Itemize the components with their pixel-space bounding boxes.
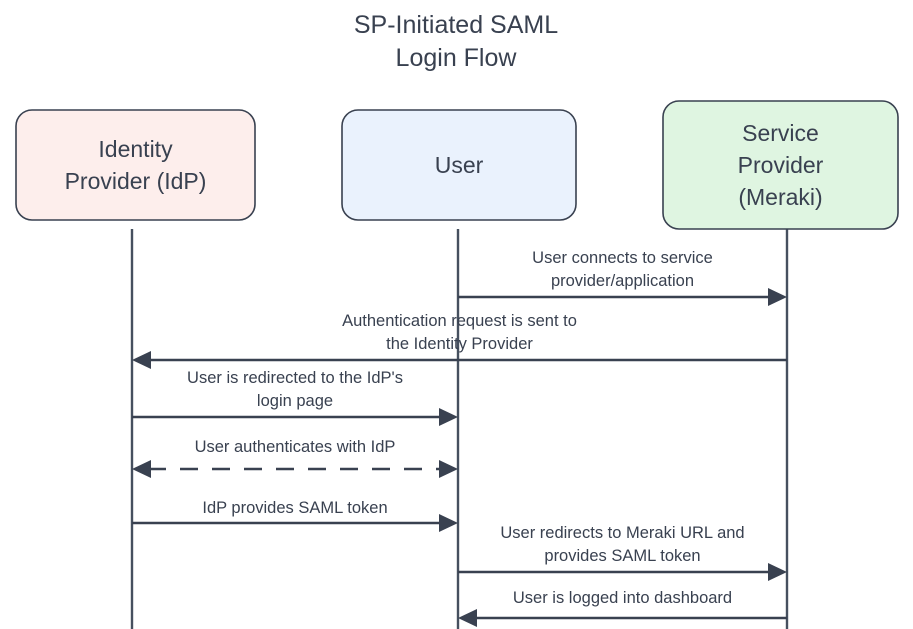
arrowhead-end — [439, 408, 458, 426]
message-label-line: IdP provides SAML token — [202, 499, 387, 517]
actor-label-line: Provider — [738, 152, 824, 178]
diagram-title-line: SP-Initiated SAML — [354, 11, 558, 39]
lifelines — [130, 229, 789, 629]
actor-box-identity-provider[interactable] — [15, 109, 256, 221]
actor-label-line: Provider (IdP) — [65, 168, 207, 194]
message-user-redirects-to-meraki-url: User redirects to Meraki URL and provides… — [458, 524, 787, 581]
message-label-line: User redirects to Meraki URL and — [500, 524, 744, 542]
message-label-line: User is logged into dashboard — [513, 589, 732, 607]
message-label-line: User authenticates with IdP — [195, 438, 396, 456]
arrowhead-end — [768, 288, 787, 306]
message-user-logged-into-dashboard: User is logged into dashboard — [458, 589, 787, 627]
diagram-title-line: Login Flow — [396, 44, 518, 72]
message-label-line: provides SAML token — [544, 547, 700, 565]
message-label-line: provider/application — [551, 272, 694, 290]
message-authentication-request-sent-to-idp: Authentication request is sent to the Ide… — [132, 312, 787, 369]
arrowhead-end — [768, 563, 787, 581]
message-user-redirected-to-idp-login-page: User is redirected to the IdP's login pag… — [132, 369, 458, 426]
message-label-line: the Identity Provider — [386, 335, 533, 353]
actor-box-user[interactable] — [341, 109, 577, 221]
actor-user[interactable]: User — [341, 109, 577, 221]
message-label-line: login page — [257, 392, 333, 410]
diagram-title: SP-Initiated SAML Login Flow — [354, 11, 558, 72]
message-label-line: User connects to service — [532, 249, 713, 267]
arrowhead-start — [132, 460, 151, 478]
actor-label-line: Service — [742, 120, 819, 146]
arrowhead-end — [458, 609, 477, 627]
message-user-connects-to-service-provider: User connects to service provider/applica… — [458, 249, 787, 306]
message-label-line: Authentication request is sent to — [342, 312, 577, 330]
message-idp-provides-saml-token: IdP provides SAML token — [132, 499, 458, 532]
actor-label-line: User — [435, 152, 484, 178]
arrowhead-end — [132, 351, 151, 369]
actor-label-line: Identity — [98, 136, 173, 162]
arrowhead-end — [439, 460, 458, 478]
message-label-line: User is redirected to the IdP's — [187, 369, 403, 387]
message-user-authenticates-with-idp: User authenticates with IdP — [132, 438, 458, 478]
actor-label-line: (Meraki) — [738, 184, 822, 210]
arrowhead-end — [439, 514, 458, 532]
messages: User connects to service provider/applica… — [132, 249, 787, 627]
actor-box-service-provider[interactable] — [662, 100, 899, 230]
